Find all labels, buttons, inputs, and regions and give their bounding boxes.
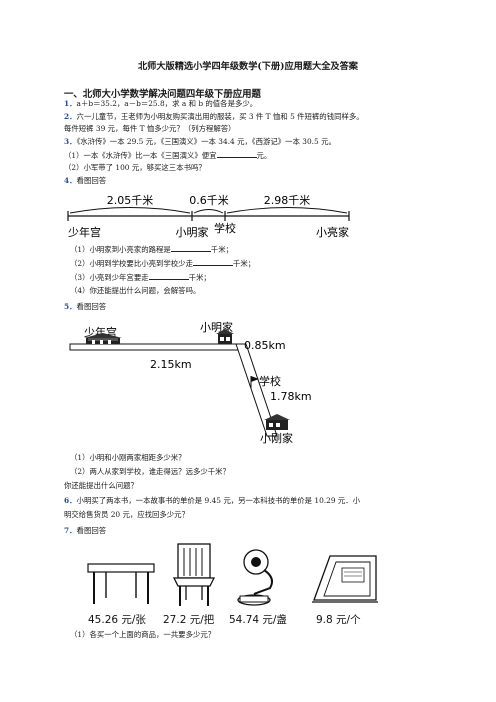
section-heading: 一、北师大小学数学解决问题四年级下册应用题 <box>64 89 261 100</box>
question-number: 5． <box>64 302 77 311</box>
question-4-sub4: （4）你还能提出什么问题，会解答吗。 <box>70 286 201 295</box>
question-3-sub2: （2）小军带了 100 元，够买这三本书吗？ <box>64 163 206 172</box>
place-label-2: 小明家 <box>176 225 209 239</box>
price-label-2: 27.2 元/把 <box>163 614 215 626</box>
question-5-sub2: （2）两人从家到学校，谁走得远？远多少千米？ <box>70 467 230 476</box>
sub-question-unit: 千米； <box>210 245 233 254</box>
distance-label-3: 2.98千米 <box>264 194 311 207</box>
youth-palace-icon <box>84 333 122 344</box>
question-number: 2． <box>64 112 77 121</box>
place-label-4: 小刚家 <box>260 431 293 445</box>
sub-question-text: （1）小明家到小亮家的路程是 <box>70 245 171 254</box>
question-3: 3．《水浒传》一本 29.5 元，《三国演义》一本 34.4 元，《西游记》一本… <box>64 137 336 147</box>
place-label-3: 学校 <box>259 374 281 388</box>
question-4-sub1: （1）小明家到小亮家的路程是 千米； <box>70 244 233 255</box>
sub-question-unit: 千米； <box>232 259 256 268</box>
question-number: 1． <box>64 99 77 108</box>
question-4-sub3: （3）小亮到少年宫要走 千米； <box>70 272 211 283</box>
distance-label-1: 2.15km <box>150 358 192 371</box>
distance-label-3: 1.78km <box>270 390 312 403</box>
question-text: 看图回答 <box>76 526 107 535</box>
school-flag-icon <box>250 376 259 388</box>
answer-blank[interactable] <box>170 244 211 252</box>
brace-1 <box>69 207 191 214</box>
place-label-3: 学校 <box>214 221 236 235</box>
question-2: 2．六一儿童节，王老师为小明友购买演出用的服装，买 3 件 T 恤和 5 件短裤… <box>64 112 364 122</box>
question-6-line2: 明交给售货员 20 元，应找回多少元？ <box>64 510 189 519</box>
question-5-sub3: 你还能提出什么问题？ <box>64 481 138 490</box>
question-text: 看图回答 <box>76 302 107 311</box>
question-text-line1: 六一儿童节，王老师为小明友购买演出用的服装，买 3 件 T 恤和 5 件短裤的钱… <box>76 112 364 121</box>
price-label-3: 54.74 元/盏 <box>229 614 287 626</box>
question-6: 6．小明买了两本书，一本故事书的单价是 9.45 元，另一本科技书的单价是 10… <box>64 496 360 506</box>
route-diagram-1: 2.05千米 0.6千米 2.98千米 少年宫 小明家 学校 小亮家 <box>67 194 350 239</box>
distance-label-1: 2.05千米 <box>107 194 154 207</box>
question-7-sub1: （1）各买一个上面的商品，一共要多少元？ <box>70 630 216 639</box>
page-title: 北师大版精选小学四年级数学(下册)应用题大全及答案 <box>137 61 358 72</box>
question-2-line2: 每件短裤 39 元，每件 T 恤多少元？（列方程解答） <box>64 124 236 133</box>
road-horizontal <box>69 343 241 351</box>
question-4: 4．看图回答 <box>64 176 106 186</box>
question-number: 7． <box>64 526 77 535</box>
question-7: 7．看图回答 <box>64 526 106 536</box>
desk-lamp-icon <box>237 549 273 606</box>
question-1: 1．a＋b＝35.2，a－b＝25.8，求 a 和 b 的值各是多少。 <box>64 99 257 109</box>
question-number: 6． <box>64 496 77 505</box>
sub-question-text: （2）小明到学校要比小亮到学校少走 <box>70 259 193 268</box>
question-3-sub1: （1）一本《水浒传》比一本《三国演义》便宜 元。 <box>64 150 271 161</box>
xiaogang-house-icon <box>264 414 290 430</box>
sub-question-unit: 元。 <box>256 151 272 160</box>
calendar-stand-icon <box>312 555 378 603</box>
place-label-4: 小亮家 <box>316 225 349 239</box>
price-label-4: 9.8 元/个 <box>316 614 361 626</box>
answer-blank[interactable] <box>216 150 257 158</box>
distance-label-2: 0.85km <box>244 339 286 352</box>
chair-icon <box>172 543 216 606</box>
question-4-sub2: （2）小明到学校要比小亮到学校少走 千米； <box>70 258 255 269</box>
brace-3 <box>226 207 348 214</box>
question-number: 3． <box>64 137 77 146</box>
distance-label-2: 0.6千米 <box>189 194 229 207</box>
route-diagram-2: 少年宫 小明家 2.15km 0.85km 学校 1.78km 小刚家 <box>69 320 312 445</box>
answer-blank[interactable] <box>192 258 233 266</box>
road-diagonal <box>235 343 278 437</box>
question-5-sub1: （1）小明和小刚两家相距多少米？ <box>70 453 186 462</box>
table-icon <box>87 563 155 604</box>
sub-question-text: （1）一本《水浒传》比一本《三国演义》便宜 <box>64 151 217 160</box>
sub-question-text: （3）小亮到少年宫要走 <box>70 273 149 282</box>
xiaoming-house-icon <box>216 329 234 344</box>
place-label-1: 少年宫 <box>68 225 101 239</box>
question-text: 看图回答 <box>76 176 107 185</box>
answer-blank[interactable] <box>148 272 189 280</box>
question-5: 5．看图回答 <box>64 302 106 312</box>
sub-question-unit: 千米； <box>188 273 211 282</box>
brace-2 <box>193 209 224 214</box>
question-text: a＋b＝35.2，a－b＝25.8，求 a 和 b 的值各是多少。 <box>76 99 258 108</box>
price-label-1: 45.26 元/张 <box>88 614 146 626</box>
question-text: 《水浒传》一本 29.5 元，《三国演义》一本 34.4 元，《西游记》一本 3… <box>76 137 336 146</box>
question-number: 4． <box>64 176 77 185</box>
question-text-line1: 小明买了两本书，一本故事书的单价是 9.45 元，另一本科技书的单价是 10.2… <box>76 496 361 505</box>
